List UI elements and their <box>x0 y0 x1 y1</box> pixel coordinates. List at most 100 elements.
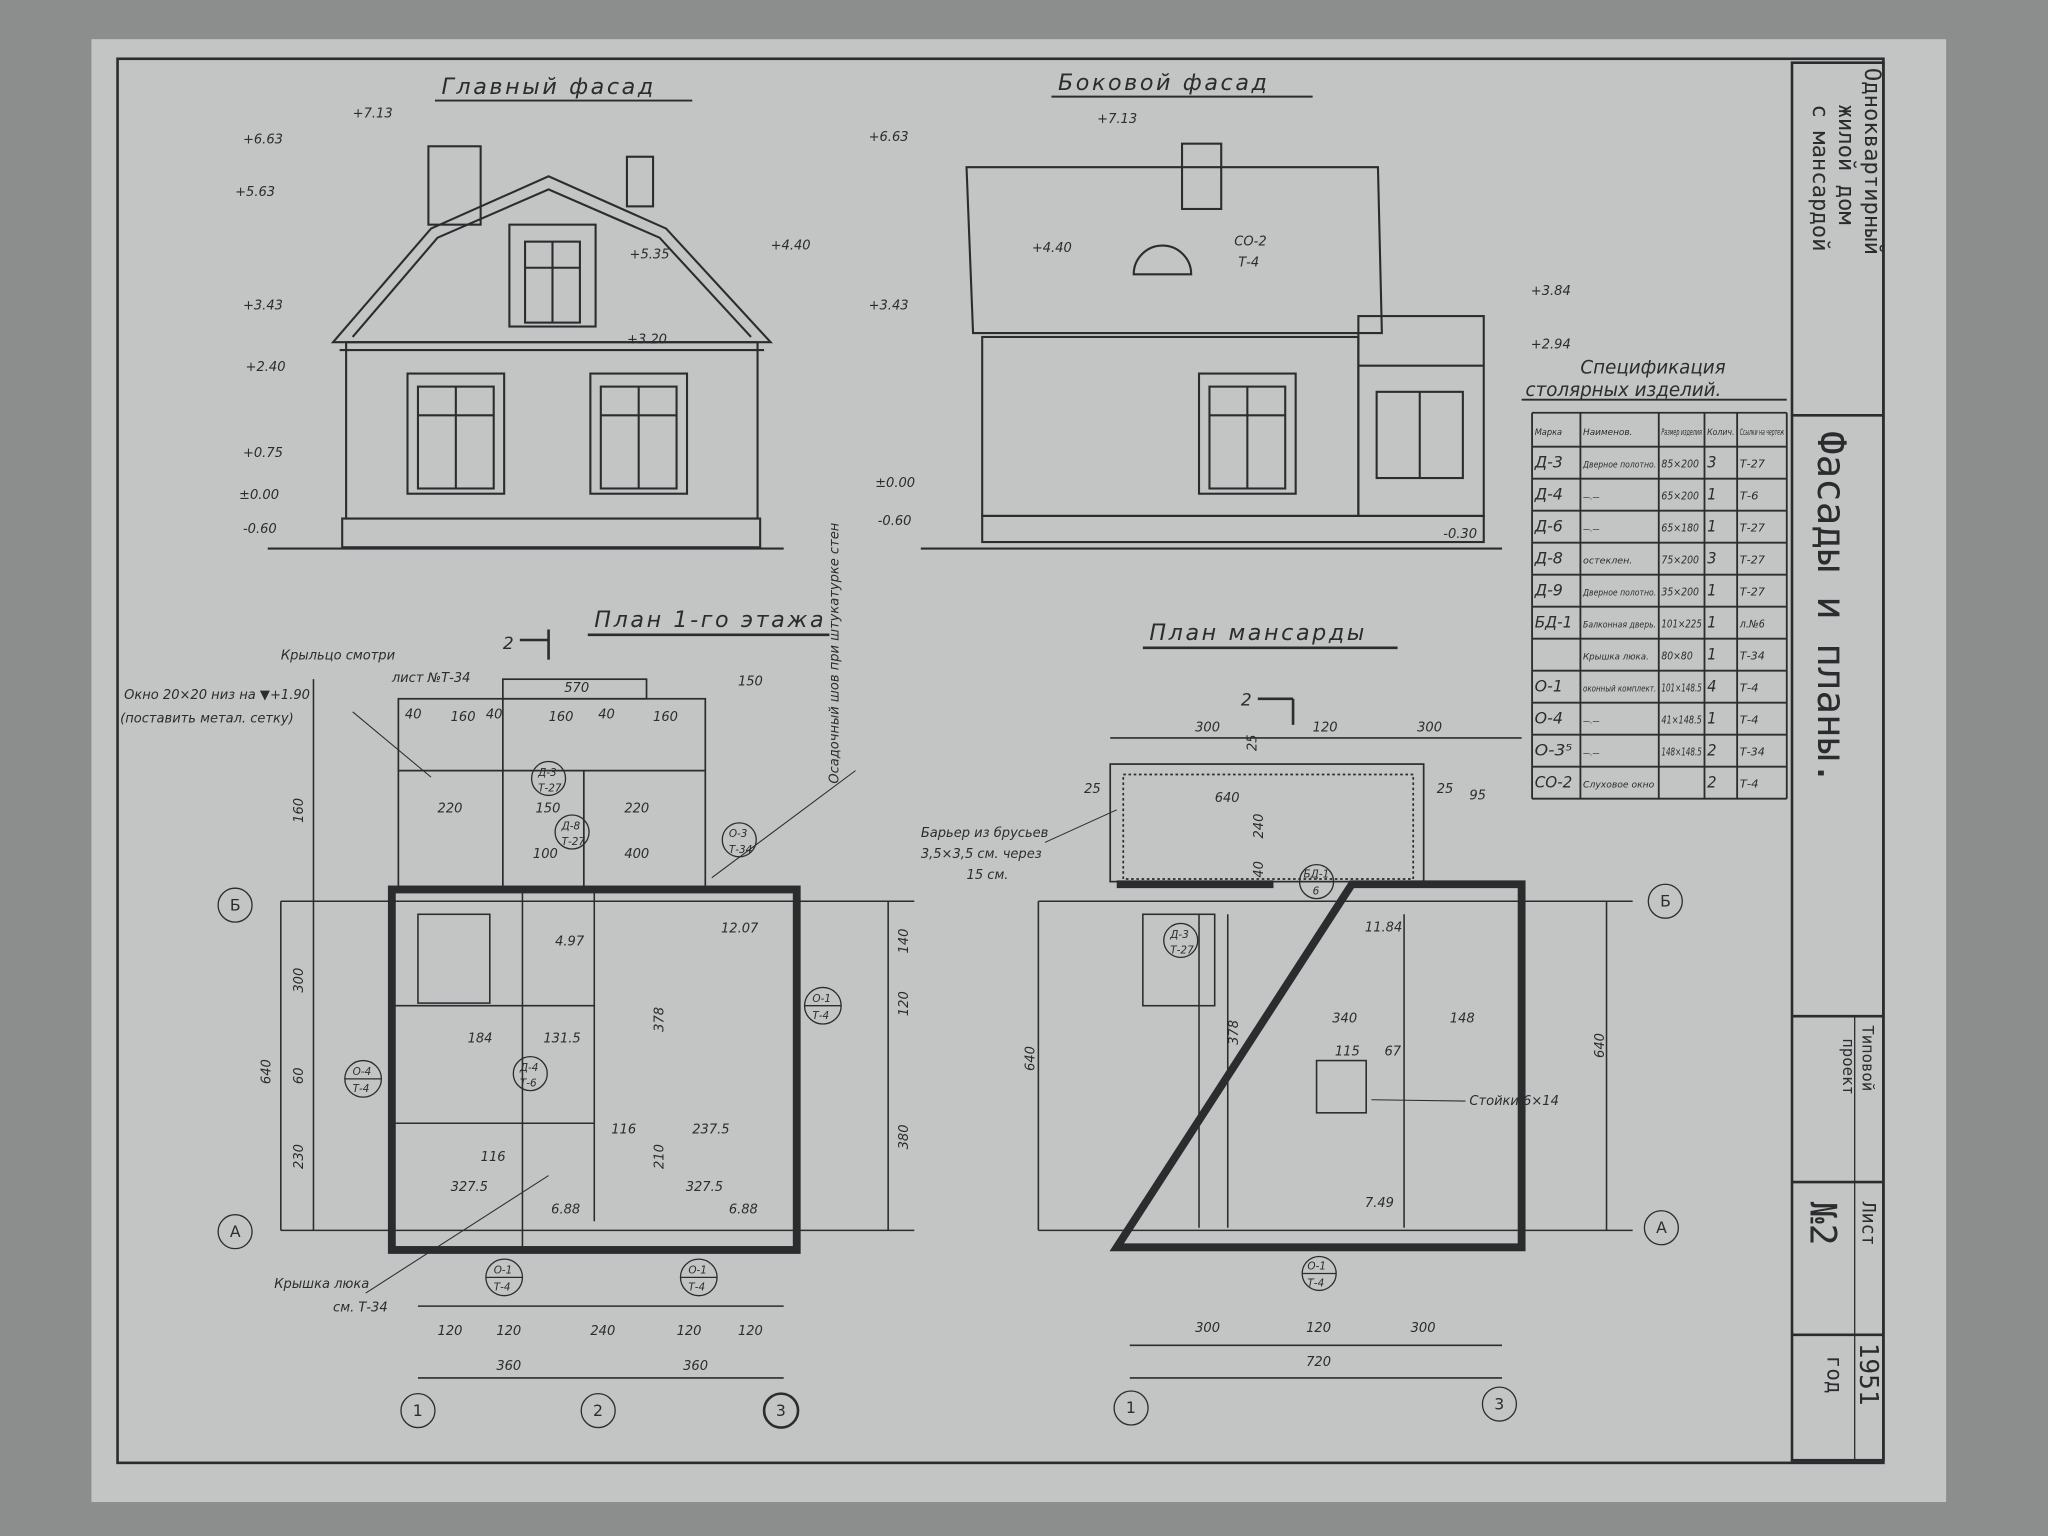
plinth <box>341 517 762 549</box>
plan-mansard-title: План мансарды <box>1149 620 1367 646</box>
table-cell: 85×200 <box>1661 459 1699 471</box>
note-barrier: Барьер из брусьев <box>921 826 1049 841</box>
level-label: -0.60 <box>243 522 277 537</box>
title-block: Одноквартирный жилой дом с мансардой Фас… <box>1790 61 1885 1462</box>
sheet-number: №2 <box>1801 1202 1844 1246</box>
table-cell: БД-1 <box>1535 613 1573 632</box>
level-label: +6.63 <box>243 133 283 148</box>
dimension: 400 <box>624 847 649 862</box>
note-settlement-joint: Осадочный шов при штукатурке стен <box>828 522 843 783</box>
section-mark: 2 <box>1241 690 1252 710</box>
dimension: 67 <box>1384 1044 1401 1059</box>
table-cell: Т-27 <box>1740 555 1765 567</box>
project-name-line-2: жилой дом <box>1833 104 1859 224</box>
main-facade-title: Главный фасад <box>441 74 655 100</box>
element-mark: Д-4 <box>519 1062 539 1074</box>
room-area: 4.97 <box>555 935 585 950</box>
dimension: 360 <box>496 1359 521 1374</box>
level-label: +7.13 <box>1097 112 1137 127</box>
level-label: +2.40 <box>246 360 286 375</box>
table-cell: 4 <box>1707 677 1716 696</box>
table-cell: 3 <box>1707 453 1716 472</box>
dimension: 240 <box>590 1324 615 1339</box>
table-cell: 65×180 <box>1661 523 1699 535</box>
dimension: 340 <box>1332 1012 1357 1027</box>
table-cell: Т-6 <box>1740 491 1759 503</box>
level-label: -0.60 <box>878 514 912 529</box>
level-label: +7.13 <box>353 107 393 122</box>
level-label: +3.20 <box>627 333 667 348</box>
table-cell: Т-34 <box>1740 651 1765 663</box>
dimension: 120 <box>897 991 912 1016</box>
element-mark: БД-1 <box>1304 869 1330 881</box>
dimension: 240 <box>1252 814 1267 839</box>
side-facade-title: Боковой фасад <box>1058 70 1270 96</box>
dimension: 570 <box>564 681 589 696</box>
element-mark: О-1 <box>494 1264 513 1276</box>
project-name-line-3: с мансардой <box>1807 104 1833 251</box>
room-area: 7.49 <box>1365 1196 1394 1211</box>
note-barrier-spacing: 15 см. <box>967 868 1009 883</box>
element-ref: Т-4 <box>494 1281 511 1293</box>
table-cell: Д-4 <box>1534 485 1563 504</box>
element-mark: О-1 <box>812 993 831 1005</box>
dimension: 380 <box>897 1124 912 1149</box>
dimension: 300 <box>1195 720 1220 735</box>
table-header: Размер изделия <box>1661 428 1702 438</box>
table-cell: Д-9 <box>1534 581 1563 600</box>
dimension: 25 <box>1245 734 1260 751</box>
room-area: 6.88 <box>551 1202 580 1217</box>
level-label: ±0.00 <box>239 488 279 503</box>
dimension: 210 <box>653 1144 668 1169</box>
dimension: 120 <box>738 1324 763 1339</box>
level-label: +5.35 <box>630 248 670 263</box>
element-mark: Д-8 <box>561 820 581 832</box>
table-cell: оконный комплект. <box>1583 685 1656 695</box>
element-ref: Т-27 <box>1170 944 1194 956</box>
element-ref: Т-6 <box>520 1078 537 1090</box>
table-cell: Дверное полотно. <box>1582 589 1656 599</box>
type-label: Типовой <box>1859 1025 1878 1091</box>
table-cell: остеклен. <box>1583 557 1632 567</box>
year-label: год <box>1822 1356 1846 1394</box>
element-ref: Т-4 <box>812 1010 829 1022</box>
plan-mansard: План мансарды 2 Барьер из брусьев 3,5×3,… <box>921 620 1683 1426</box>
chimney-left <box>427 145 482 226</box>
dimension: 40 <box>598 707 615 722</box>
table-cell: Т-4 <box>1740 779 1759 791</box>
element-mark: Д-3 <box>1169 929 1189 941</box>
table-cell: 2 <box>1707 773 1716 792</box>
dimension: 220 <box>438 801 463 816</box>
level-label: +3.43 <box>869 299 909 314</box>
table-cell: Т-27 <box>1740 587 1765 599</box>
table-header: Наименов. <box>1583 428 1632 438</box>
dimension: 160 <box>549 710 574 725</box>
element-mark: О-1 <box>688 1264 707 1276</box>
table-cell: Балконная дверь. <box>1583 621 1656 631</box>
dimension: 160 <box>292 798 307 823</box>
table-cell: Д-8 <box>1534 549 1563 568</box>
sheet-label: Лист <box>1858 1202 1879 1246</box>
dimension: 327.5 <box>686 1180 723 1195</box>
dimension: 120 <box>1306 1321 1331 1336</box>
type-label-2: проект <box>1839 1038 1858 1095</box>
table-cell: —.— <box>1583 493 1599 503</box>
table-cell: 101×148.5 <box>1661 683 1702 695</box>
table-cell: Т-34 <box>1740 747 1765 759</box>
element-mark: О-1 <box>1307 1261 1326 1273</box>
table-cell: Д-6 <box>1534 517 1563 536</box>
room-area: 12.07 <box>721 922 759 937</box>
spec-subtitle: столярных изделий. <box>1526 380 1722 401</box>
dimension: 378 <box>653 1007 668 1032</box>
dimension: 116 <box>611 1123 636 1138</box>
dimension: 720 <box>1306 1355 1331 1370</box>
side-facade: Боковой фасад +6.63 +7.13 +4.40 +3.43 +3… <box>869 70 1571 550</box>
level-label: +2.94 <box>1531 338 1571 353</box>
table-header: Колич. <box>1707 428 1734 438</box>
sheet-title: Фасады и планы. <box>1808 431 1853 785</box>
main-facade: Главный фасад +7.13 +6.63 +5.63 +5.35 <box>235 74 811 550</box>
level-label: +0.75 <box>243 446 283 461</box>
dimension: 120 <box>677 1324 702 1339</box>
table-cell: СО-2 <box>1535 773 1573 792</box>
